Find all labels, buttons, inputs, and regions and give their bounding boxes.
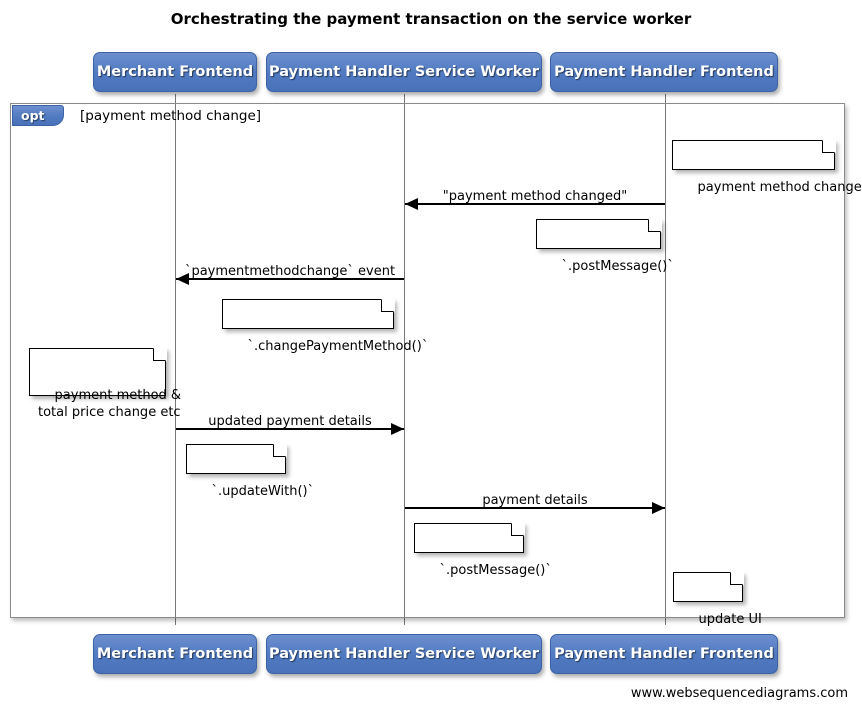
note-postmessage-2: `.postMessage()` — [414, 522, 552, 578]
participant-payment-handler-frontend-bottom[interactable]: Payment Handler Frontend — [550, 634, 778, 674]
note-postmessage-1: `.postMessage()` — [536, 218, 674, 274]
participant-payment-handler-frontend-top[interactable]: Payment Handler Frontend — [550, 52, 778, 92]
note-updatewith: `.updateWith()` — [186, 443, 314, 499]
participant-payment-handler-service-worker-top[interactable]: Payment Handler Service Worker — [266, 52, 542, 92]
participant-payment-handler-service-worker-bottom[interactable]: Payment Handler Service Worker — [266, 634, 542, 674]
participant-merchant-frontend-bottom[interactable]: Merchant Frontend — [93, 634, 257, 674]
participant-label: Merchant Frontend — [96, 646, 254, 662]
message-arrowhead-payment-details — [652, 502, 665, 514]
message-label-paymentmethodchange-event: `paymentmethodchange` event — [184, 264, 396, 279]
lifeline-merchant-frontend — [175, 94, 176, 625]
note-payment-method-changed: payment method changed — [672, 139, 862, 195]
note-text: payment method changed — [697, 180, 862, 195]
lifeline-payment-handler-frontend — [665, 94, 666, 625]
footer-credit: www.websequencediagrams.com — [630, 686, 848, 701]
message-label-updated-payment-details: updated payment details — [208, 414, 372, 429]
lifeline-payment-handler-service-worker — [404, 94, 405, 625]
participant-label: Payment Handler Frontend — [554, 646, 774, 662]
note-update-ui: update UI — [673, 571, 762, 627]
opt-fragment-frame — [10, 103, 845, 618]
message-label-payment-method-changed: "payment method changed" — [442, 189, 628, 204]
message-line-paymentmethodchange-event — [176, 278, 404, 280]
note-text: `.postMessage()` — [439, 563, 552, 578]
opt-fragment-kind: opt — [21, 108, 45, 123]
participant-label: Payment Handler Service Worker — [268, 646, 540, 662]
message-line-payment-details — [405, 507, 665, 509]
participant-label: Payment Handler Service Worker — [268, 64, 540, 80]
participant-label: Merchant Frontend — [96, 64, 254, 80]
note-text: `.changePaymentMethod()` — [247, 339, 429, 354]
message-arrowhead-paymentmethodchange-event — [176, 273, 189, 285]
opt-fragment-guard: [payment method change] — [80, 108, 262, 124]
message-arrowhead-payment-method-changed — [405, 198, 418, 210]
note-text: `.postMessage()` — [561, 259, 674, 274]
participant-label: Payment Handler Frontend — [554, 64, 774, 80]
note-text: `.updateWith()` — [211, 484, 315, 499]
message-label-payment-details: payment details — [482, 493, 588, 508]
message-line-payment-method-changed — [405, 203, 665, 205]
note-text: update UI — [698, 612, 762, 627]
page-title: Orchestrating the payment transaction on… — [170, 10, 692, 28]
message-arrowhead-updated-payment-details — [391, 423, 404, 435]
note-text: payment method & total price change etc — [38, 388, 182, 420]
participant-merchant-frontend-top[interactable]: Merchant Frontend — [93, 52, 257, 92]
note-price-change: payment method & total price change etc — [29, 347, 181, 420]
opt-fragment-tag: opt — [12, 105, 64, 126]
note-changepaymentmethod: `.changePaymentMethod()` — [222, 298, 428, 354]
message-line-updated-payment-details — [176, 428, 404, 430]
